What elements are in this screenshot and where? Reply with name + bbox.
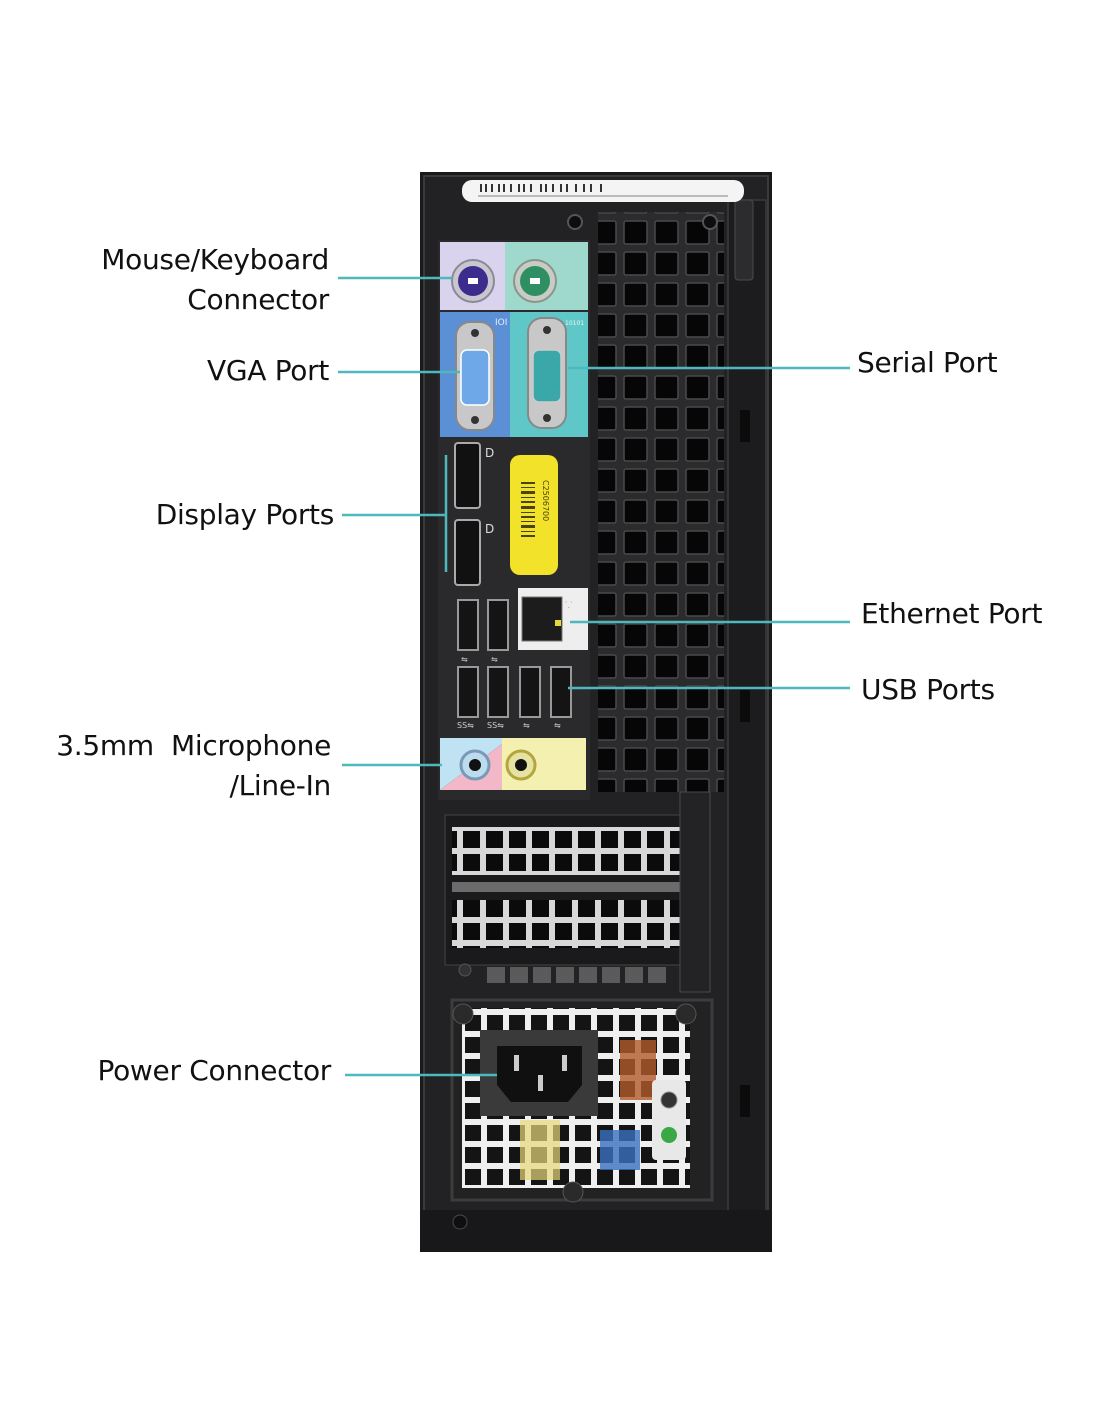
vga-port xyxy=(455,321,495,431)
power-inlet xyxy=(497,1046,582,1102)
svg-text:⇋: ⇋ xyxy=(461,655,468,664)
power-led-icon xyxy=(661,1127,677,1143)
ventilation-grill xyxy=(598,212,724,792)
io-panel: IOI 10101 D D xyxy=(438,240,590,800)
barcode-sticker: C2506700 xyxy=(510,455,558,575)
ps2-keyboard-port xyxy=(513,259,557,303)
svg-text:SS⇋: SS⇋ xyxy=(487,721,504,730)
leader-lines xyxy=(338,276,850,1077)
screw-hole xyxy=(702,214,718,230)
screw-hole xyxy=(567,214,583,230)
serial-icon: 10101 xyxy=(565,320,584,327)
pcie-slot-cover xyxy=(452,827,702,875)
label-mouse-keyboard: Mouse/Keyboard Connector xyxy=(40,240,329,320)
label-usb-ports: USB Ports xyxy=(861,673,995,706)
usb-port xyxy=(457,599,479,651)
pcie-slot-cover xyxy=(452,900,702,948)
label-vga-port: VGA Port xyxy=(206,354,329,387)
microphone-jack xyxy=(459,749,491,781)
label-mouse-keyboard-line2: Connector xyxy=(187,283,329,316)
svg-text:⸪: ⸪ xyxy=(565,601,572,611)
displayport-2: D xyxy=(454,519,494,586)
psu-test-panel xyxy=(652,1080,686,1160)
usb-port xyxy=(550,666,572,718)
serial-port xyxy=(527,317,567,429)
svg-text:D: D xyxy=(485,522,494,536)
label-ethernet-port: Ethernet Port xyxy=(861,597,1043,630)
svg-text:⇋: ⇋ xyxy=(491,655,498,664)
power-supply xyxy=(450,998,714,1203)
svg-text:SS⇋: SS⇋ xyxy=(457,721,474,730)
label-microphone-line2: /Line-In xyxy=(229,769,332,802)
vga-icon: IOI xyxy=(495,318,507,328)
barcode-text: C2506700 xyxy=(541,480,550,521)
usb-port xyxy=(519,666,541,718)
displayport-1: D xyxy=(454,442,494,509)
usb3-port xyxy=(487,666,509,718)
label-microphone: 3.5mm Microphone /Line-In xyxy=(40,726,331,806)
service-tag-label xyxy=(462,180,744,202)
label-display-ports: Display Ports xyxy=(155,498,335,531)
ps2-mouse-port xyxy=(451,259,495,303)
label-mouse-keyboard-line1: Mouse/Keyboard xyxy=(101,243,329,276)
label-power-connector: Power Connector xyxy=(97,1054,332,1087)
expansion-slots xyxy=(444,791,711,993)
svg-text:⇋: ⇋ xyxy=(554,721,561,730)
line-out-jack xyxy=(505,749,537,781)
usb-port xyxy=(487,599,509,651)
svg-text:⇋: ⇋ xyxy=(523,721,530,730)
label-serial-port: Serial Port xyxy=(857,346,998,379)
usb3-port xyxy=(457,666,479,718)
label-microphone-line1: 3.5mm Microphone xyxy=(56,729,331,762)
svg-text:D: D xyxy=(485,446,494,460)
ethernet-port: ⸪ xyxy=(518,588,588,650)
